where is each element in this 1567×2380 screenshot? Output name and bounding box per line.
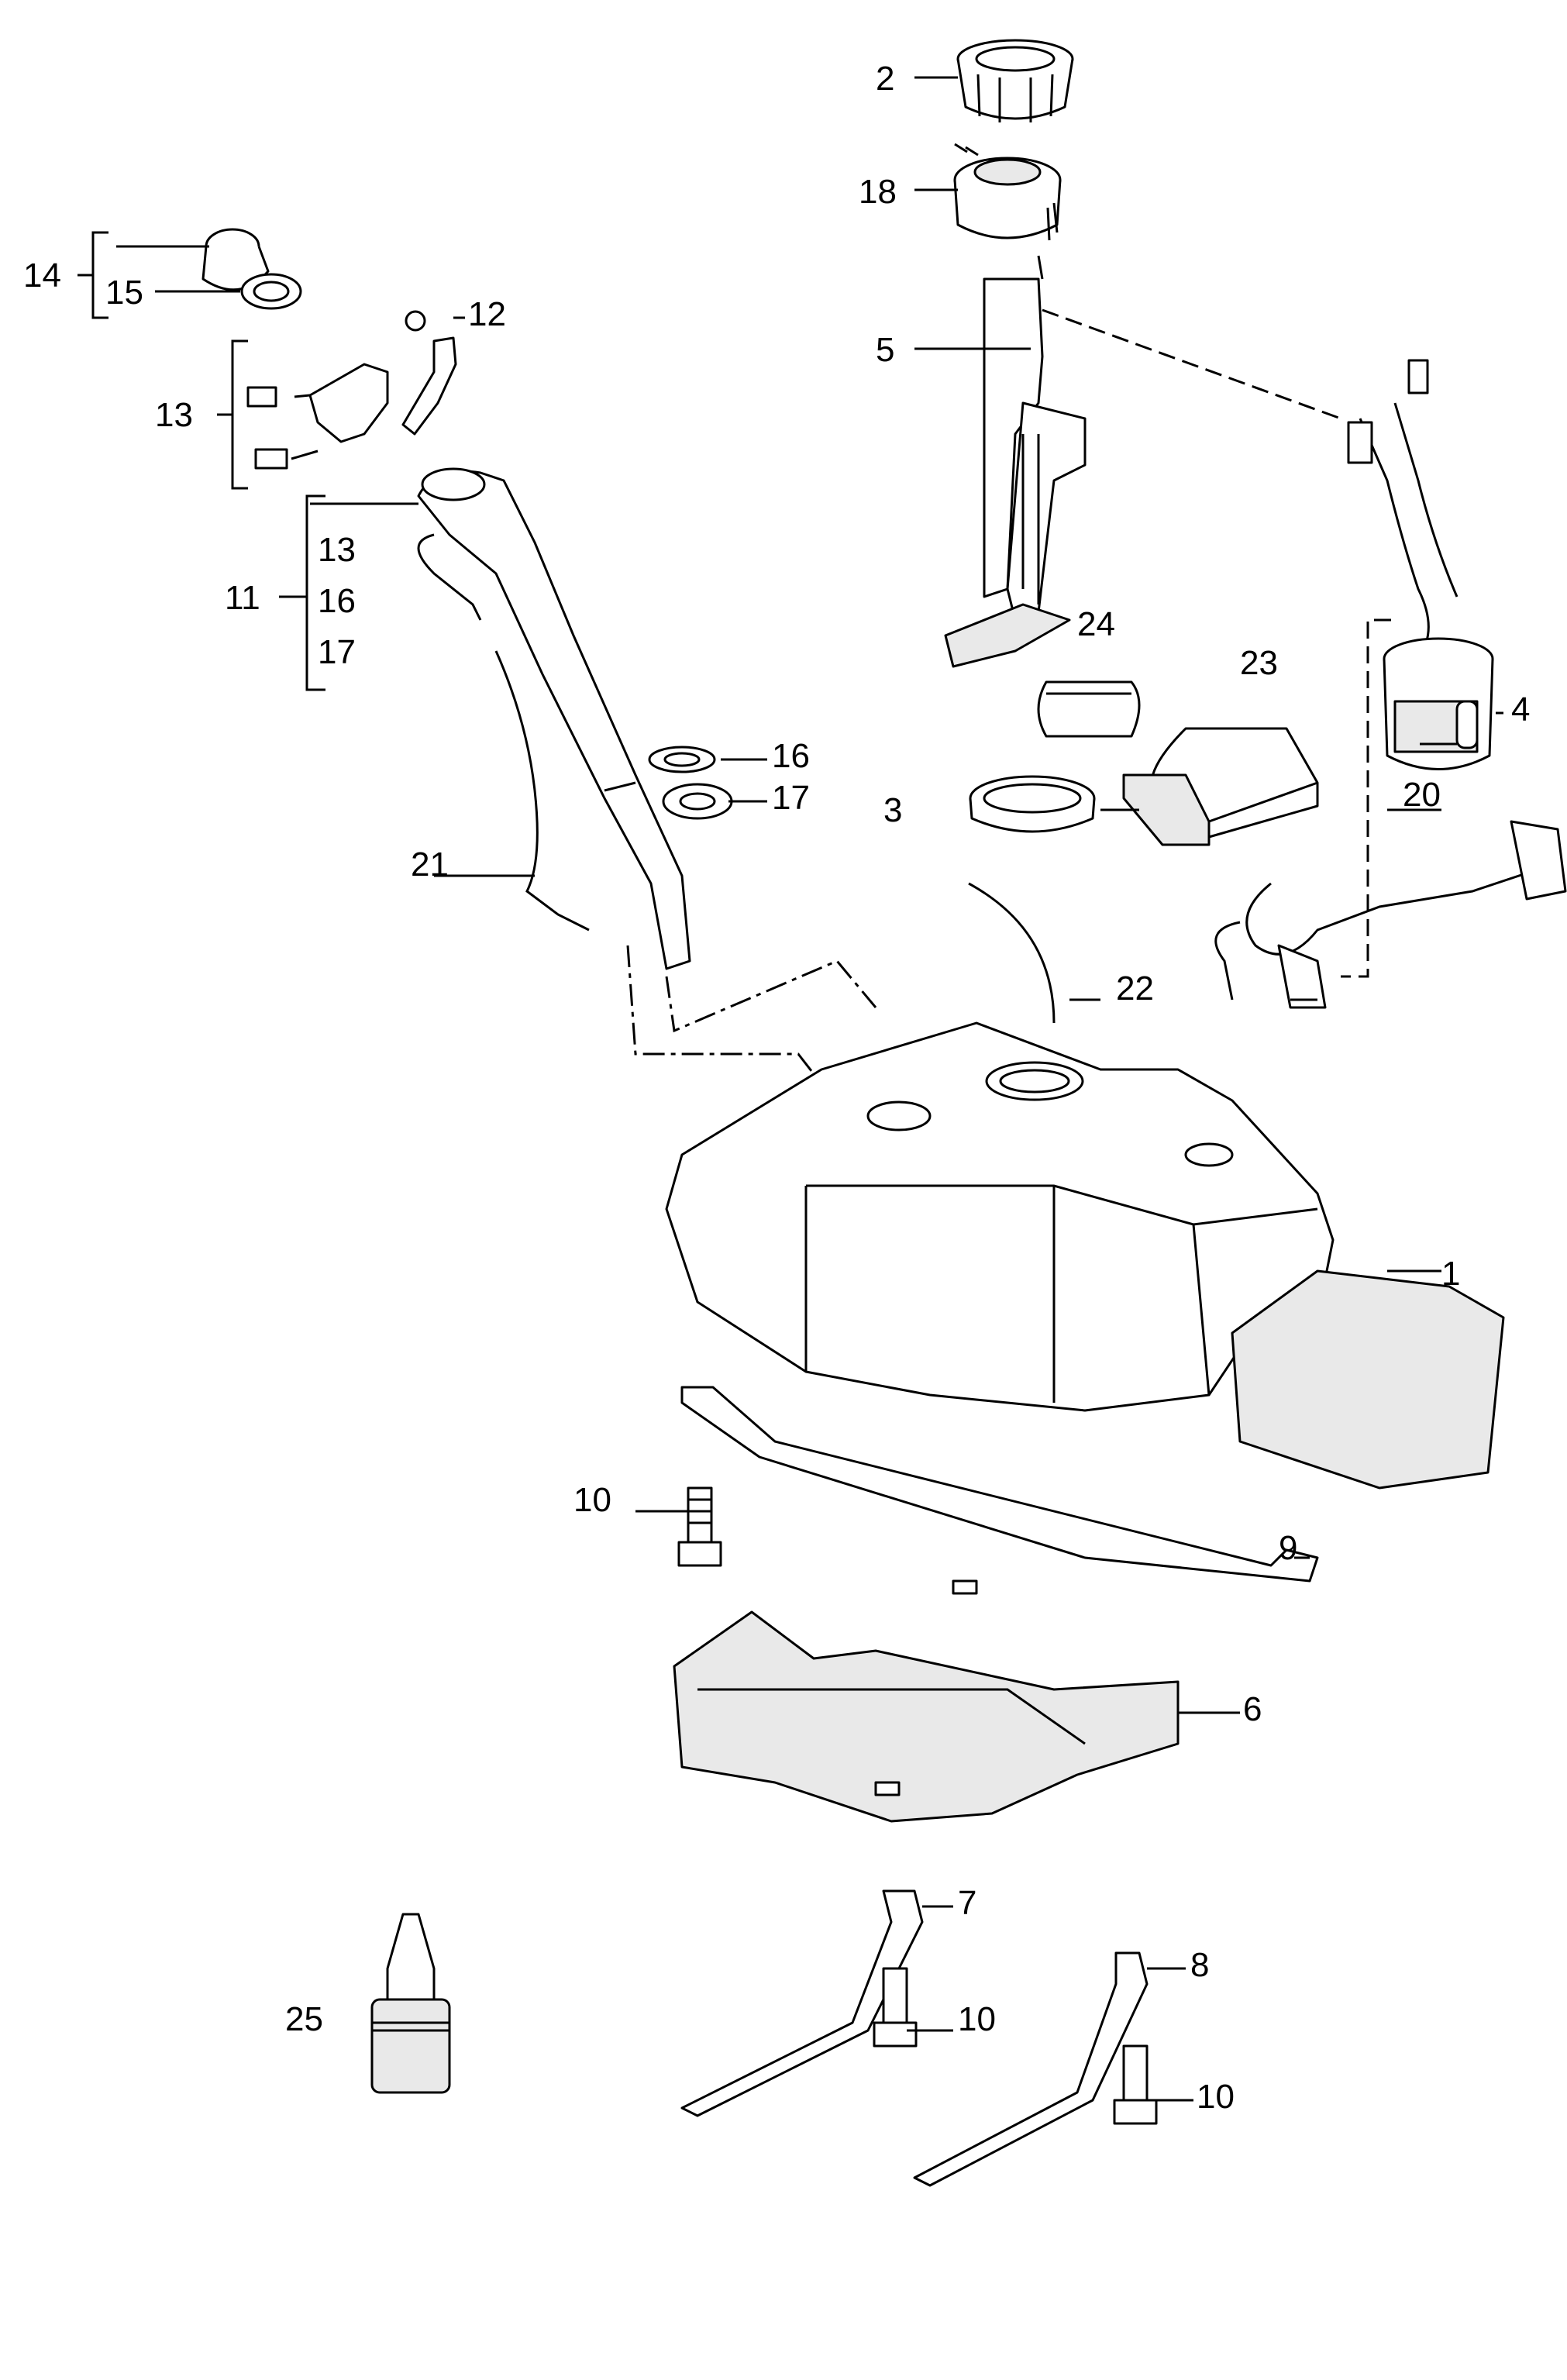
sealant-bottle-part [370, 1913, 451, 2094]
callout-16: 16 [772, 737, 810, 775]
bolt-part-10c [1113, 2044, 1158, 2125]
callout-9: 9 [1279, 1529, 1297, 1567]
insert-part-24 [1037, 680, 1141, 738]
filler-bracket-part [246, 310, 457, 470]
lock-ring-part [956, 39, 1074, 122]
level-sender-part [944, 255, 1087, 668]
callout-11-sub-17: 17 [318, 633, 356, 671]
strap-part-8 [913, 1951, 1149, 2187]
callout-labels: 2 18 5 24 23 4 3 20 22 1 9 10 6 7 10 8 1… [23, 60, 1530, 2116]
callout-22: 22 [1116, 970, 1154, 1007]
callout-15: 15 [105, 274, 143, 312]
callout-1: 1 [1441, 1255, 1460, 1293]
callout-7: 7 [958, 1884, 976, 1922]
callout-25: 25 [285, 2000, 323, 2038]
filler-neck-part [417, 467, 691, 970]
callout-6: 6 [1243, 1690, 1262, 1728]
tank-strap-part [680, 1386, 1319, 1583]
seal-ring-part [969, 775, 1096, 833]
callout-21: 21 [411, 846, 449, 883]
retaining-bracket-part [1122, 727, 1319, 846]
vent-hose-part [494, 650, 590, 932]
bolt-part-10a [677, 1486, 722, 1567]
wiring-harness-part [1214, 820, 1567, 1009]
fuel-tank-part [665, 1021, 1505, 1490]
filler-cap-part [201, 228, 302, 310]
filler-seal-16 [648, 746, 716, 773]
callout-24: 24 [1077, 605, 1115, 643]
callout-18: 18 [859, 173, 897, 211]
filler-seal-17 [662, 783, 733, 820]
callout-5: 5 [876, 331, 894, 369]
skid-plate-part [673, 1579, 1180, 1823]
fuel-pump-part [1347, 359, 1494, 770]
callout-4: 4 [1511, 691, 1530, 728]
dashdot-connector-vent [665, 959, 877, 1033]
callout-3: 3 [883, 791, 902, 829]
dashed-connector-sender-to-pump [1042, 308, 1341, 420]
callout-20: 20 [1403, 776, 1441, 814]
callout-10-mid: 10 [958, 2000, 996, 2038]
dashed-bracket-pump [1341, 618, 1391, 978]
callout-11-sub-16: 16 [318, 582, 356, 620]
leader-lines [77, 76, 1503, 2102]
callout-23: 23 [1240, 644, 1278, 682]
bolt-part-10b [873, 1967, 918, 2048]
callout-11: 11 [225, 579, 260, 617]
callout-13: 13 [155, 396, 193, 434]
callout-14: 14 [23, 257, 61, 294]
callout-2: 2 [876, 60, 894, 98]
callout-8: 8 [1190, 1946, 1209, 1984]
sender-flange-part [953, 143, 1062, 241]
callout-10-bottom: 10 [1197, 2078, 1235, 2116]
strap-part-7 [680, 1889, 924, 2117]
callout-17: 17 [772, 779, 810, 817]
callout-11-sub-13: 13 [318, 531, 356, 569]
hose-part-22 [968, 882, 1056, 1024]
callout-10-top: 10 [573, 1481, 611, 1519]
callout-12: 12 [468, 295, 506, 333]
